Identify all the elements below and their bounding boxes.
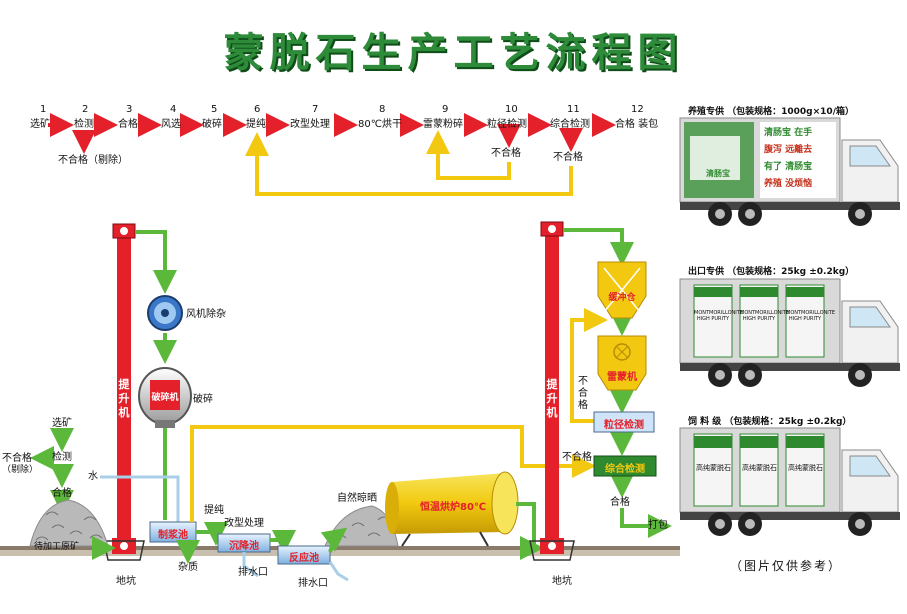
step-6-num: 6 (254, 104, 261, 115)
top-flow-arrows (48, 113, 616, 154)
crusher-tag: 破碎机 (151, 393, 179, 403)
left-pit-label: 地坑 (116, 576, 136, 587)
right-pit-label: 地坑 (552, 576, 572, 587)
truck-2-bag-2: MONTMORILLONITE HIGH PURITY (740, 310, 789, 322)
left-test-label: 检测 (52, 452, 72, 463)
top-reject-10: 不合格 (491, 148, 521, 159)
left-pass-label: 合格 (52, 488, 72, 499)
truck-1-caption: 养殖专供 （包装规格：1000g×10/箱） (688, 107, 854, 117)
reference-note: （图片仅供参考） (730, 559, 843, 573)
raymond-mill-icon (597, 335, 647, 391)
left-green-flow (135, 230, 177, 520)
raymond-label: 雷蒙机 (607, 372, 637, 383)
step-5-num: 5 (211, 104, 218, 115)
step-6-label: 提纯 (246, 119, 266, 130)
fan-label: 风机除杂 (186, 309, 226, 320)
step-8-num: 8 (379, 104, 386, 115)
step-10-num: 10 (505, 104, 518, 115)
buffer-label: 缓冲仓 (608, 293, 636, 303)
left-reject-sub: （剔除） (2, 465, 39, 475)
water-pipe (100, 475, 180, 522)
truck-2-bag-3: MONTMORILLONITE HIGH PURITY (786, 310, 835, 322)
truck-1-slogan-4: 养殖 没烦恼 (764, 179, 813, 189)
raw-pile-label: 待加工原矿 (34, 542, 80, 552)
slurry-flow (176, 522, 228, 564)
step-4-num: 4 (170, 104, 177, 115)
react-to-pile (320, 527, 348, 553)
step-7-label: 改型处理 (290, 119, 330, 130)
reject-vertical-label: 不合格 (578, 376, 588, 411)
truck-3-bag-1: 高纯蒙脱石 (696, 464, 731, 472)
truck-1 (679, 117, 900, 226)
purify-label: 提纯 (204, 505, 224, 516)
crusher-icon (138, 367, 192, 428)
step-9-num: 9 (442, 104, 449, 115)
drain-2-label: 排水口 (298, 578, 328, 589)
buffer-bin-icon (597, 261, 647, 319)
step-11-label: 综合检测 (550, 119, 590, 130)
left-elevator-label: 提升机 (118, 378, 130, 419)
pass-label: 合格 (610, 497, 630, 508)
top-reject-removed: 不合格（剔除） (58, 155, 128, 166)
step-9-label: 雷蒙粉碎 (423, 119, 463, 130)
react-tank-label: 反应池 (289, 553, 319, 564)
top-return-loops (245, 130, 573, 196)
right-elevator (529, 221, 575, 561)
impurity-label: 杂质 (178, 562, 198, 573)
truck-3-caption: 饲 料 级 （包装规格：25kg ±0.2kg） (688, 417, 852, 427)
right-green-flow (563, 228, 672, 538)
left-select-label: 选矿 (52, 418, 72, 429)
truck-1-slogan-1: 清肠宝 在手 (764, 128, 813, 138)
step-7-num: 7 (312, 104, 319, 115)
truck-2-caption: 出口专供 （包装规格：25kg ±0.2kg） (688, 267, 855, 277)
slurry-tank-label: 制浆池 (158, 530, 188, 541)
page-title: 蒙脱石生产工艺流程图 (223, 30, 684, 76)
step-1-num: 1 (40, 104, 47, 115)
step-11-num: 11 (567, 104, 580, 115)
settle-tank-label: 沉降池 (229, 541, 259, 552)
step-3-num: 3 (126, 104, 133, 115)
drain-1-label: 排水口 (238, 567, 268, 578)
truck-2-bag-1: MONTMORILLONITE HIGH PURITY (694, 310, 743, 322)
top-reject-11: 不合格 (553, 152, 583, 163)
fan-icon (147, 295, 183, 331)
truck-1-slogan-2: 腹泻 远離去 (764, 145, 813, 155)
left-reject-label: 不合格 (2, 453, 32, 464)
step-8-label: 80℃烘干 (358, 119, 402, 130)
truck-1-slogan-3: 有了 清肠宝 (764, 162, 813, 172)
step-5-label: 破碎 (202, 119, 222, 130)
step-1-label: 选矿 (30, 119, 50, 130)
crusher-label: 破碎 (193, 394, 213, 405)
truck-3-bag-2: 高纯蒙脱石 (742, 464, 777, 472)
water-label: 水 (88, 471, 98, 482)
pack-label: 打包 (648, 520, 668, 531)
truck-1-brand: 清肠宝 (706, 169, 730, 178)
step-2-label: 检测 (74, 119, 94, 130)
drain-pipe-1 (242, 552, 259, 578)
yellow-loop-right (570, 308, 608, 423)
react-tank (277, 545, 331, 565)
overall-check-box (593, 455, 657, 477)
oven-to-pit (516, 502, 544, 560)
truck-3-bag-3: 高纯蒙脱石 (788, 464, 823, 472)
oven-icon (385, 471, 519, 547)
particle-check-box (593, 411, 655, 433)
step-12-label: 合格 装包 (615, 119, 659, 130)
overall-label: 综合检测 (605, 464, 645, 475)
particle-label: 粒径检测 (604, 420, 644, 431)
step-10-label: 粒径检测 (487, 119, 527, 130)
oven-label: 恒温烘炉80℃ (419, 502, 487, 513)
truck-3 (679, 427, 900, 536)
step-12-num: 12 (631, 104, 644, 115)
step-3-label: 合格 (118, 119, 138, 130)
step-4-label: 风选 (161, 119, 181, 130)
drain-pipe-2 (328, 561, 349, 582)
modify-label: 改型处理 (224, 518, 264, 529)
sun-dry-label: 自然晾晒 (337, 493, 377, 504)
truck-2 (679, 278, 900, 387)
reject-right-label: 不合格 (562, 452, 592, 463)
step-2-num: 2 (82, 104, 89, 115)
right-elevator-label: 提升机 (546, 378, 558, 419)
